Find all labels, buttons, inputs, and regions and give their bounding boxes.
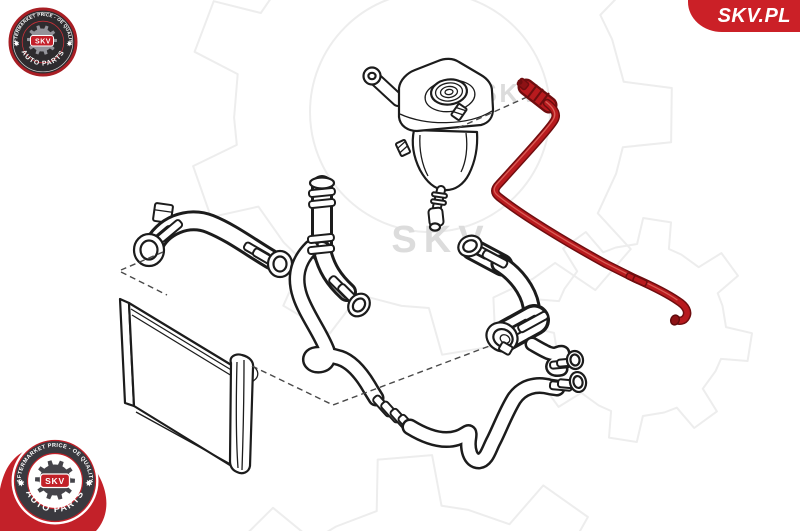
coolant-hose-right-drawing bbox=[457, 234, 585, 377]
mini-gear-icon bbox=[13, 40, 20, 47]
mini-gear-icon bbox=[17, 479, 25, 487]
site-banner: SKV.PL bbox=[688, 0, 800, 32]
skv-stamp-bottom-left: AFTERMARKET PRICE - OE QUALITY AUTO PART… bbox=[0, 437, 107, 531]
stamp-center-label: SKV bbox=[45, 476, 65, 486]
radiator-drawing bbox=[118, 297, 259, 475]
expansion-tank-drawing bbox=[362, 57, 495, 232]
hose-clamp-icon bbox=[395, 139, 411, 157]
assembly-dashed-lines bbox=[120, 96, 528, 406]
coolant-hose-center-drawing bbox=[288, 175, 588, 470]
skv-badge-top-left: AFTERMARKET PRICE - OE QUALITY AUTO PART… bbox=[8, 7, 78, 77]
radiator-hose-left-drawing bbox=[132, 202, 294, 279]
highlighted-red-hose-drawing bbox=[491, 77, 692, 326]
site-banner-label: SKV.PL bbox=[717, 4, 791, 27]
badge-center-label: SKV bbox=[35, 39, 51, 46]
mini-gear-icon bbox=[66, 40, 73, 47]
hose-clamp-icon bbox=[450, 102, 468, 122]
mini-gear-icon bbox=[85, 479, 93, 487]
